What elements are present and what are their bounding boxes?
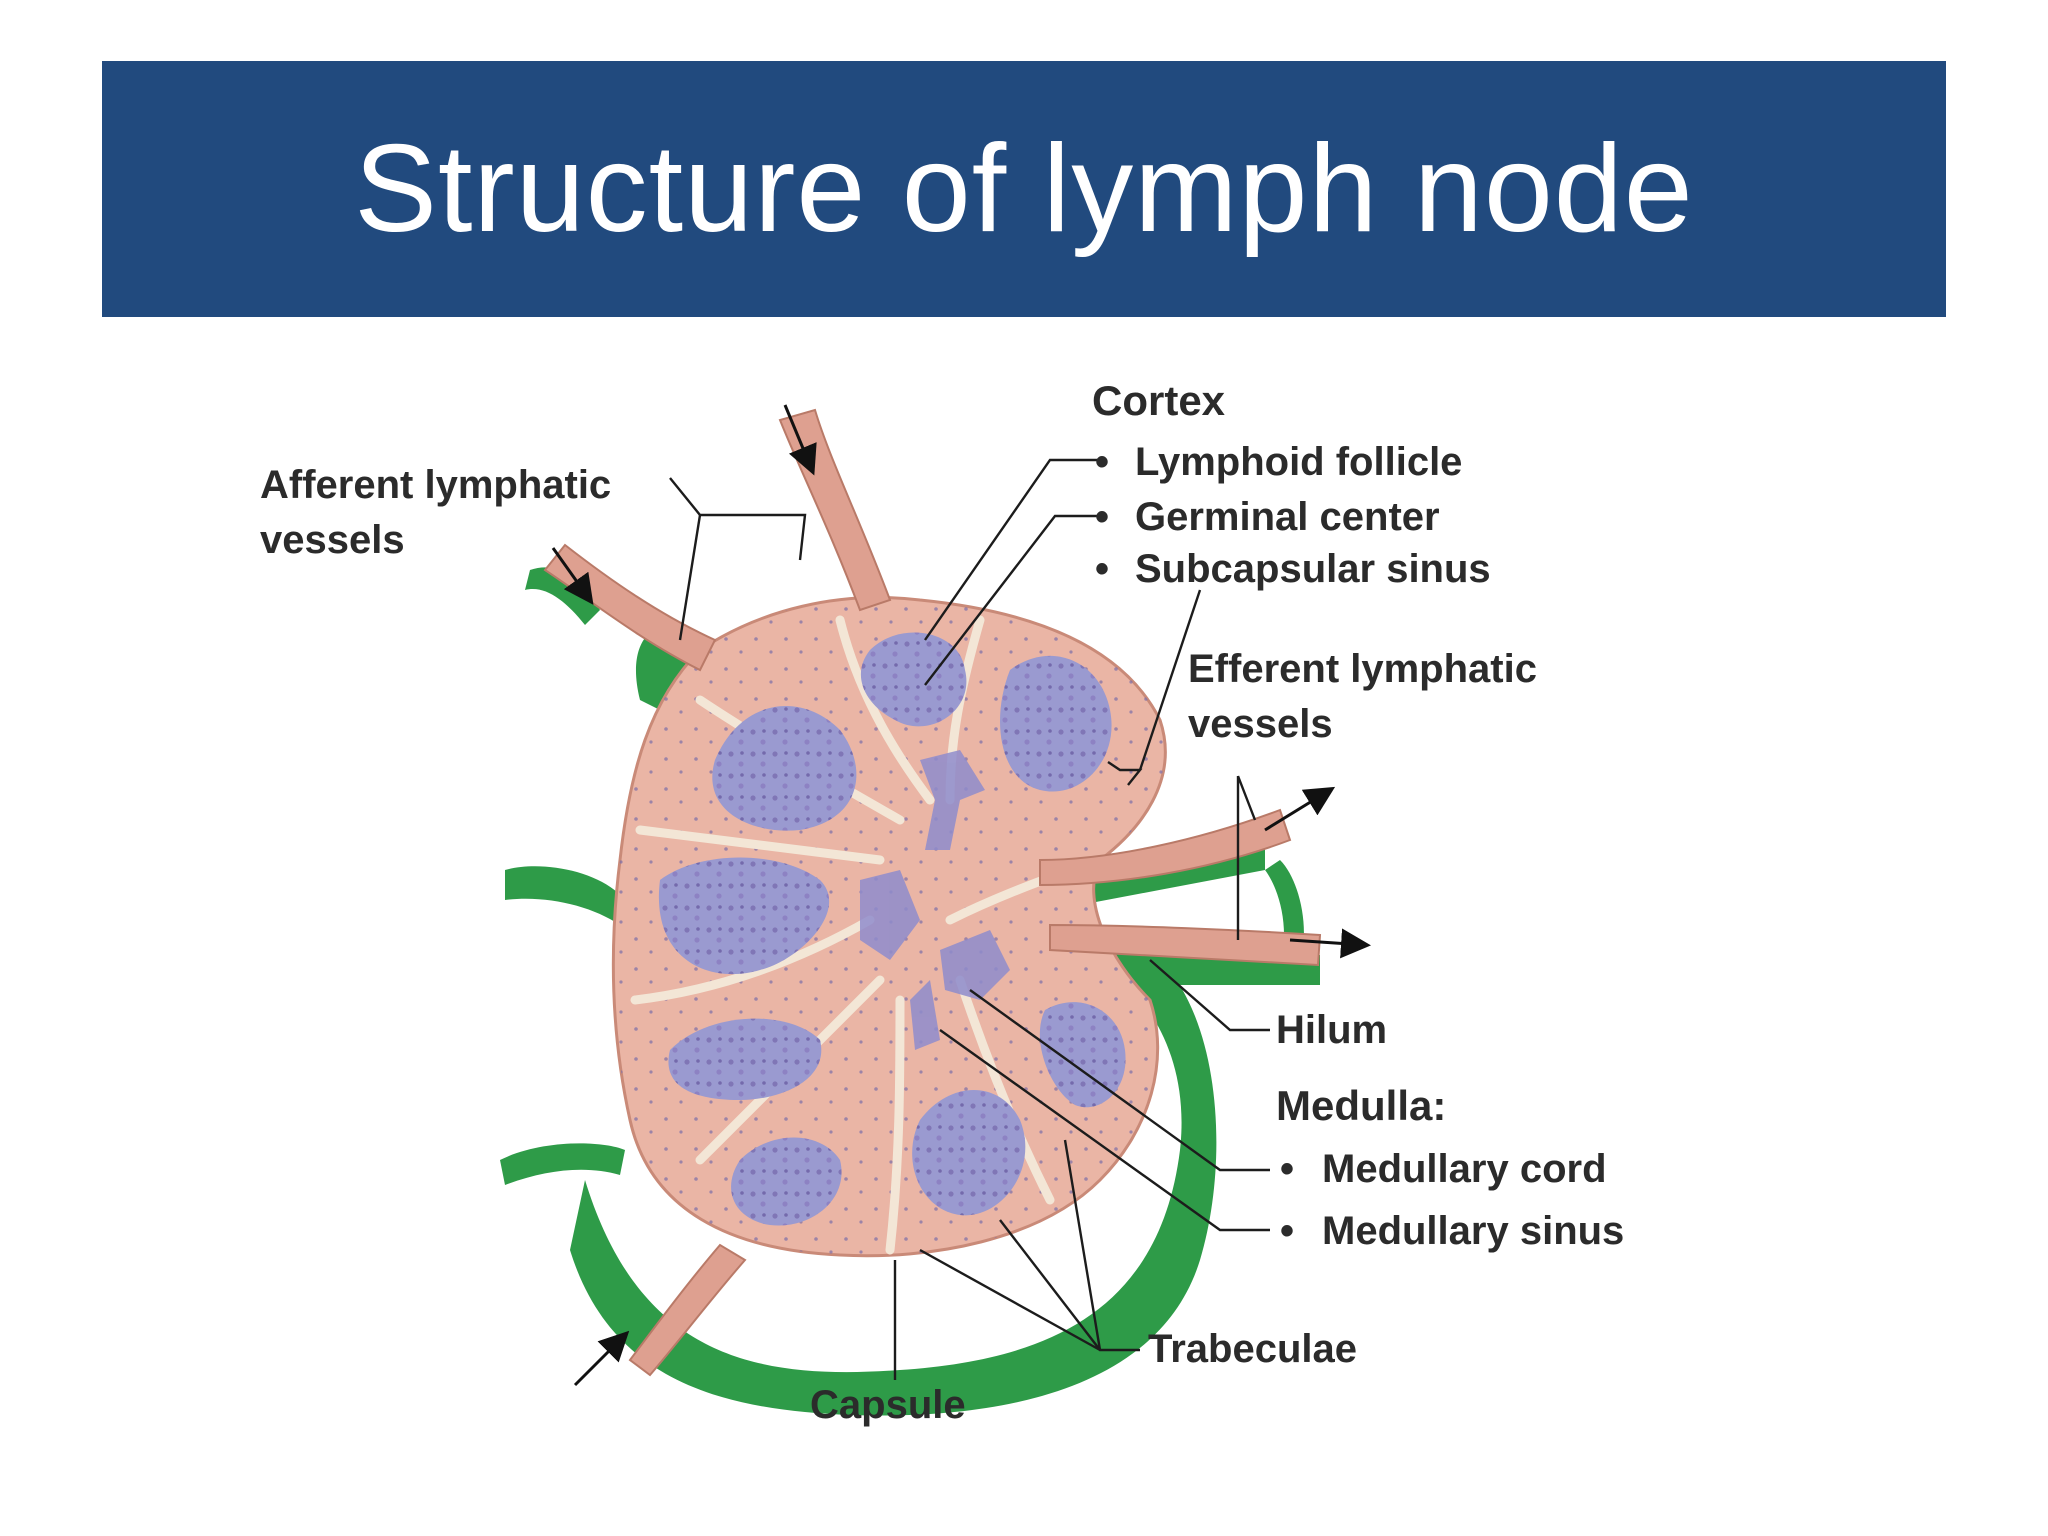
label-efferent-1: Efferent lymphatic — [1188, 647, 1537, 691]
label-capsule: Capsule — [810, 1383, 966, 1427]
label-hilum: Hilum — [1276, 1008, 1387, 1052]
afferent-arrow-left — [551, 547, 594, 605]
label-subcapsular-sinus: Subcapsular sinus — [1135, 547, 1491, 591]
label-lymphoid-follicle: Lymphoid follicle — [1135, 440, 1462, 484]
lymphoid-follicles — [658, 632, 1126, 1226]
afferent-arrow-top — [783, 404, 817, 476]
slide-title: Structure of lymph node — [354, 120, 1694, 258]
label-medullary-sinus: Medullary sinus — [1322, 1209, 1624, 1253]
bullet-2: • — [1095, 495, 1109, 539]
label-efferent-2: vessels — [1188, 702, 1333, 746]
bullet-3: • — [1095, 547, 1109, 591]
label-cortex: Cortex — [1092, 377, 1226, 424]
title-banner: Structure of lymph node — [102, 61, 1946, 317]
label-medullary-cord: Medullary cord — [1322, 1147, 1607, 1191]
bullet-1: • — [1095, 440, 1109, 484]
bullet-5: • — [1280, 1209, 1294, 1253]
efferent-arrow-bottom — [1289, 928, 1371, 959]
afferent-arrow-bottom — [573, 1330, 630, 1387]
efferent-vessels — [1039, 808, 1322, 967]
label-germinal-center: Germinal center — [1135, 495, 1440, 539]
label-trabeculae: Trabeculae — [1148, 1327, 1357, 1371]
medullary-cords — [860, 750, 1010, 1050]
leader-lines — [669, 458, 1270, 1380]
efferent-arrow-top — [1264, 786, 1336, 832]
flow-arrows — [551, 404, 1371, 1387]
label-afferent-1: Afferent lymphatic — [260, 463, 611, 507]
label-afferent-2: vessels — [260, 518, 405, 562]
bullet-4: • — [1280, 1147, 1294, 1191]
label-medulla: Medulla: — [1276, 1082, 1446, 1129]
